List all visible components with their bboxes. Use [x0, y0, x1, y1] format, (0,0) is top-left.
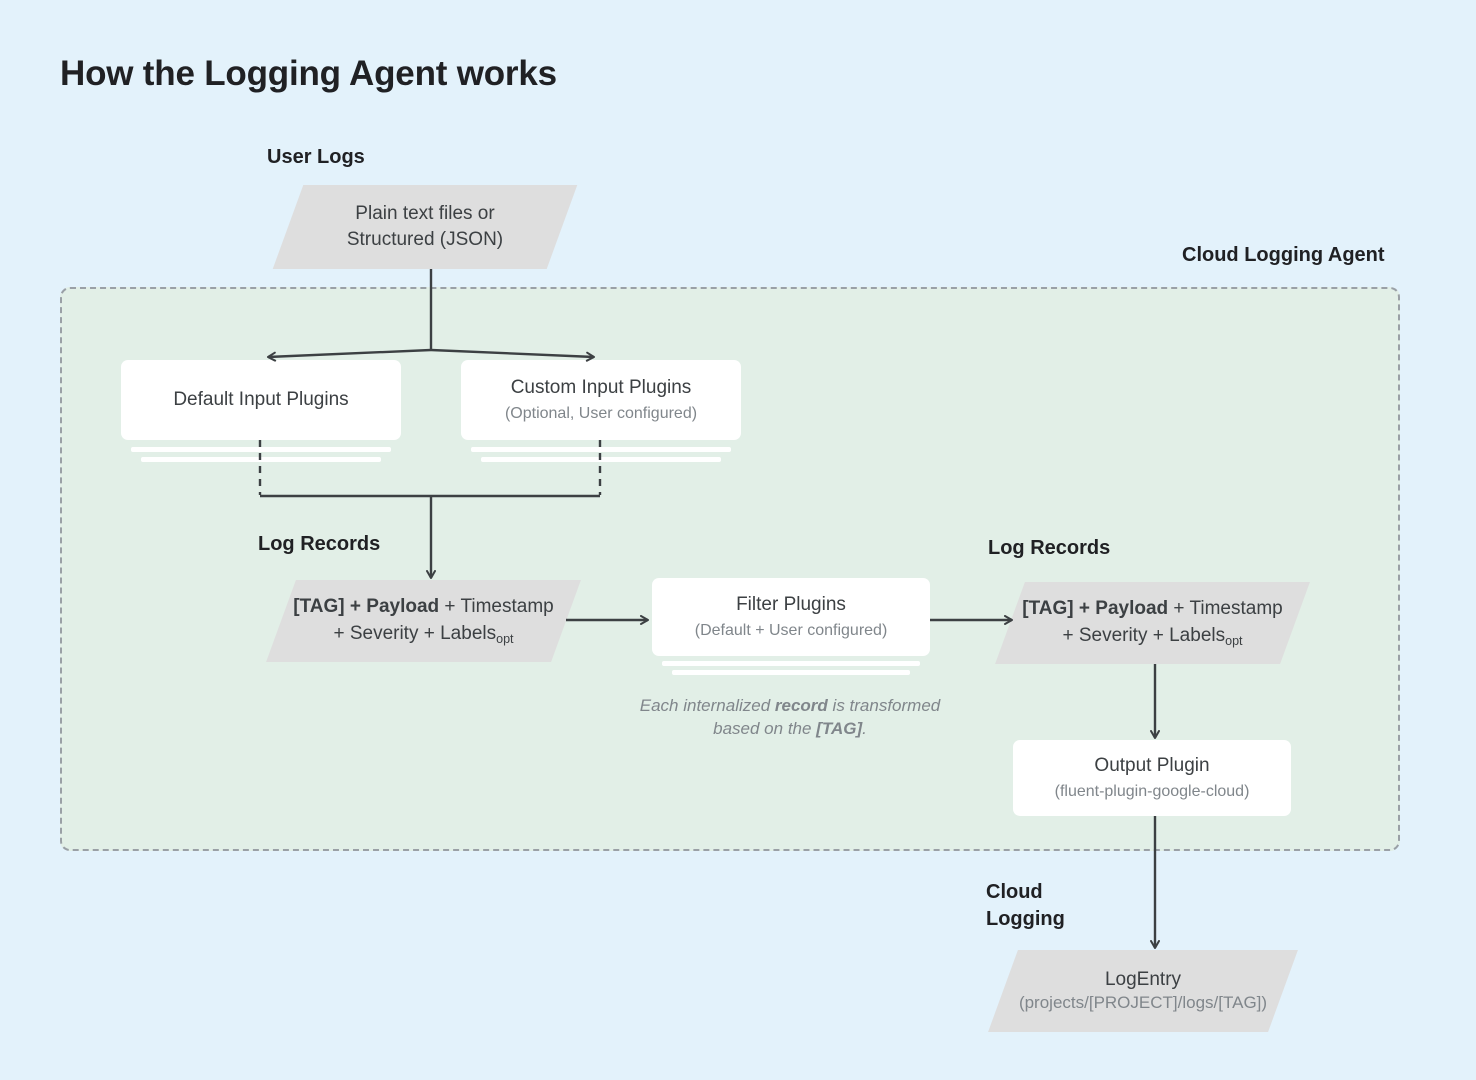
log-record-left-line2: + Severity + Labelsopt — [333, 621, 513, 648]
note-suffix: . — [862, 719, 867, 739]
log-record-left-rest1: + Timestamp — [439, 596, 554, 618]
user-logs-source-line1: Plain text files or — [355, 203, 495, 225]
output-plugin-title: Output Plugin — [1094, 754, 1210, 776]
node-filter-plugins[interactable]: Filter Plugins (Default + User configure… — [652, 578, 930, 656]
label-cloud-logging: Cloud Logging — [986, 881, 1065, 930]
filter-plugins-title: Filter Plugins — [736, 593, 846, 615]
default-input-plugins-title: Default Input Plugins — [173, 388, 349, 410]
log-record-right-line2: + Severity + Labelsopt — [1062, 623, 1242, 650]
output-plugin-subtitle: (fluent-plugin-google-cloud) — [1054, 782, 1250, 800]
log-record-right-rest1: + Timestamp — [1168, 598, 1283, 620]
log-record-right-sub: opt — [1225, 634, 1243, 648]
node-custom-input-plugins[interactable]: Custom Input Plugins (Optional, User con… — [461, 360, 741, 440]
label-user-logs: User Logs — [267, 146, 365, 168]
user-logs-source-line2: Structured (JSON) — [346, 229, 504, 250]
log-record-right-tag: [TAG] — [1022, 598, 1074, 620]
label-cloud-logging-agent: Cloud Logging Agent — [1182, 244, 1385, 266]
node-output-plugin[interactable]: Output Plugin (fluent-plugin-google-clou… — [1013, 740, 1291, 816]
log-record-right-line1: [TAG] + Payload + Timestamp — [1022, 596, 1282, 623]
node-log-entry: LogEntry (projects/[PROJECT]/logs/[TAG]) — [988, 950, 1298, 1032]
log-record-left-tag: [TAG] — [293, 596, 345, 618]
filter-plugins-stack-bar-2 — [672, 670, 910, 675]
custom-input-stack-bar-2 — [481, 457, 721, 462]
label-log-records-right: Log Records — [988, 537, 1111, 559]
note-bold-record: record — [774, 696, 828, 715]
log-entry-subtitle: (projects/[PROJECT]/logs/[TAG]) — [1018, 993, 1268, 1013]
note-middle: is transformed based on the — [713, 696, 941, 739]
default-input-stack-bar-1 — [131, 447, 391, 452]
log-record-left-line1: [TAG] + Payload + Timestamp — [293, 594, 553, 621]
filter-plugins-stack-bar-1 — [662, 661, 920, 666]
node-default-input-plugins[interactable]: Default Input Plugins — [121, 360, 401, 440]
log-record-left-payload: Payload — [366, 596, 440, 618]
log-record-left-plus: + — [344, 596, 367, 618]
log-record-right-rest2: + Severity + Labels — [1062, 625, 1226, 646]
log-record-right-plus: + — [1073, 598, 1096, 620]
filter-plugins-subtitle: (Default + User configured) — [694, 621, 888, 639]
log-record-left-rest2: + Severity + Labels — [333, 623, 497, 644]
default-input-stack-bar-2 — [141, 457, 381, 462]
node-user-logs-source: Plain text files or Structured (JSON) — [272, 185, 578, 269]
note-prefix: Each internalized — [639, 696, 775, 715]
node-log-record-right: [TAG] + Payload + Timestamp + Severity +… — [995, 582, 1310, 664]
log-record-left-sub: opt — [496, 632, 514, 646]
page-title: How the Logging Agent works — [60, 54, 557, 93]
filter-transform-note: Each internalized record is transformed … — [630, 694, 950, 741]
log-record-right-payload: Payload — [1095, 598, 1169, 620]
custom-input-plugins-subtitle: (Optional, User configured) — [504, 404, 698, 422]
log-entry-title: LogEntry — [1104, 968, 1182, 990]
label-log-records-left: Log Records — [258, 533, 381, 555]
custom-input-plugins-title: Custom Input Plugins — [510, 376, 692, 398]
custom-input-stack-bar-1 — [471, 447, 731, 452]
note-bold-tag: [TAG] — [816, 719, 863, 739]
node-log-record-left: [TAG] + Payload + Timestamp + Severity +… — [266, 580, 581, 662]
